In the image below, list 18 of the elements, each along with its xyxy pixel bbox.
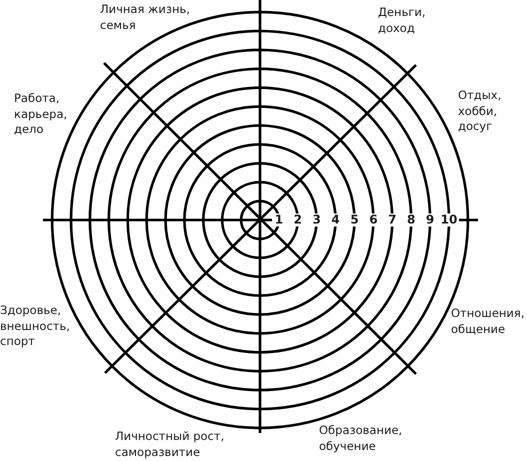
- scale-number: 5: [349, 214, 360, 226]
- scale-number: 6: [368, 214, 379, 226]
- scale-number: 1: [274, 214, 284, 226]
- scale-number: 7: [387, 214, 398, 226]
- scale-number: 10: [440, 214, 458, 226]
- sector-label: Работа, карьера, дело: [14, 91, 68, 136]
- sector-label: Личностный рост, саморазвитие: [115, 429, 224, 458]
- scale-number: 2: [292, 214, 303, 226]
- sector-label: Отношения, общение: [451, 306, 524, 336]
- sector-label: Деньги, доход: [378, 5, 426, 34]
- sector-label: Образование, обучение: [319, 423, 402, 452]
- scale-number: 8: [406, 214, 416, 226]
- sector-label: Здоровье, внешность, спорт: [0, 303, 70, 348]
- sector-label: Личная жизнь, семья: [100, 2, 190, 32]
- scale-number: 9: [424, 214, 436, 226]
- scale-number: 4: [330, 214, 341, 226]
- scale-number: 3: [312, 214, 322, 226]
- sector-label: Отдых, хобби, досуг: [458, 88, 502, 133]
